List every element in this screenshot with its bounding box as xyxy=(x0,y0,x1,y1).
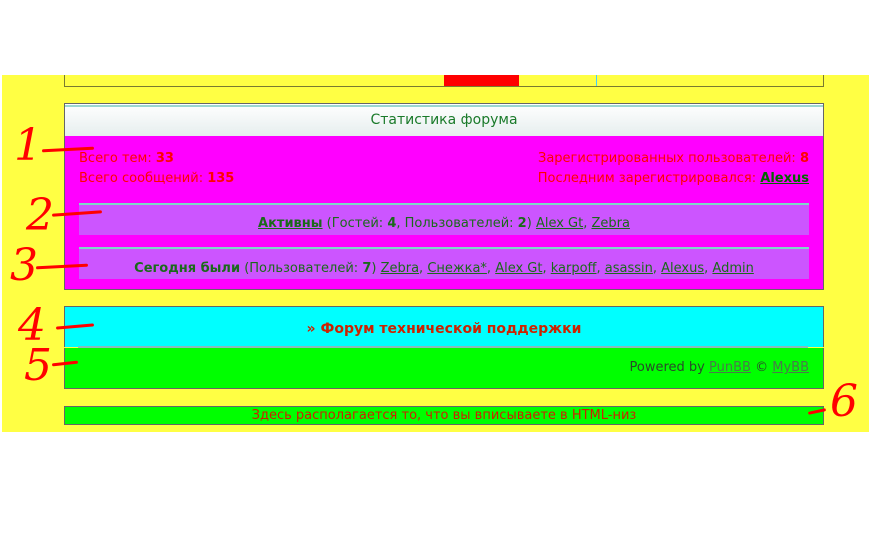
online-users-count: 2 xyxy=(517,216,527,231)
forum-stats-body: Всего тем: 33 Всего сообщений: 135 Зарег… xyxy=(64,136,824,290)
online-users-prefix: , Пользователей: xyxy=(396,216,518,231)
annotation-4: 4 xyxy=(18,300,46,351)
today-user-link[interactable]: Admin xyxy=(712,261,754,276)
registered-users: Зарегистрированных пользователей: 8 xyxy=(538,151,809,166)
annotation-5: 5 xyxy=(24,340,52,391)
html-footer-text: Здесь располагается то, что вы вписывает… xyxy=(251,408,637,423)
newest-user: Последним зарегистрировался: Alexus xyxy=(538,171,809,186)
today-prefix: (Пользователей: xyxy=(244,261,363,276)
powered-by-bar: Powered by PunBB © MyBB xyxy=(64,348,824,389)
support-forum-title[interactable]: » Форум технической поддержки xyxy=(306,321,582,337)
today-label: Сегодня были xyxy=(134,261,241,276)
annotation-6: 6 xyxy=(830,376,858,427)
online-user-link[interactable]: Zebra xyxy=(591,216,630,231)
total-posts: Всего сообщений: 135 xyxy=(79,171,234,186)
guests-prefix: (Гостей: xyxy=(326,216,388,231)
online-users-row: Активны (Гостей: 4, Пользователей: 2) Al… xyxy=(79,203,809,235)
today-user-link[interactable]: Alex Gt xyxy=(495,261,543,276)
support-divider xyxy=(78,346,808,348)
registered-users-value: 8 xyxy=(799,151,809,166)
newest-user-label: Последним зарегистрировался: xyxy=(537,171,757,186)
today-user-link[interactable]: asassin xyxy=(604,261,653,276)
punbb-link[interactable]: PunBB xyxy=(709,360,751,375)
today-user-link[interactable]: karpoff xyxy=(550,261,597,276)
mybb-link[interactable]: MyBB xyxy=(772,360,809,375)
online-close: ) xyxy=(526,216,532,231)
forum-stats-header: Статистика форума xyxy=(64,103,824,137)
total-topics-label: Всего тем: xyxy=(79,151,152,166)
total-posts-label: Всего сообщений: xyxy=(79,171,204,186)
total-posts-value: 135 xyxy=(207,171,235,186)
powered-prefix: Powered by xyxy=(629,360,705,375)
today-users-row: Сегодня были (Пользователей: 7) Zebra, С… xyxy=(79,247,809,279)
annotation-2: 2 xyxy=(26,190,54,241)
html-footer-bar: Здесь располагается то, что вы вписывает… xyxy=(64,406,824,425)
total-topics-value: 33 xyxy=(155,151,174,166)
active-users-link[interactable]: Активны xyxy=(258,216,323,231)
today-user-link[interactable]: Zebra xyxy=(380,261,420,276)
copyright-sign: © xyxy=(755,360,769,375)
guests-count: 4 xyxy=(387,216,397,231)
top-red-block xyxy=(444,75,519,86)
newest-user-link[interactable]: Alexus xyxy=(760,171,809,186)
powered-by-text: Powered by PunBB © MyBB xyxy=(630,360,809,375)
top-divider xyxy=(596,75,597,86)
total-topics: Всего тем: 33 xyxy=(79,151,174,166)
today-user-link[interactable]: Alexus xyxy=(661,261,705,276)
today-user-link[interactable]: Снежка* xyxy=(427,261,487,276)
annotation-1: 1 xyxy=(14,120,42,171)
support-forum-banner[interactable]: » Форум технической поддержки xyxy=(64,306,824,347)
annotation-3: 3 xyxy=(10,240,38,291)
today-close: ) xyxy=(371,261,377,276)
today-count: 7 xyxy=(362,261,372,276)
forum-stats-title: Статистика форума xyxy=(370,112,518,128)
online-user-link[interactable]: Alex Gt xyxy=(535,216,584,231)
registered-users-label: Зарегистрированных пользователей: xyxy=(538,151,796,166)
